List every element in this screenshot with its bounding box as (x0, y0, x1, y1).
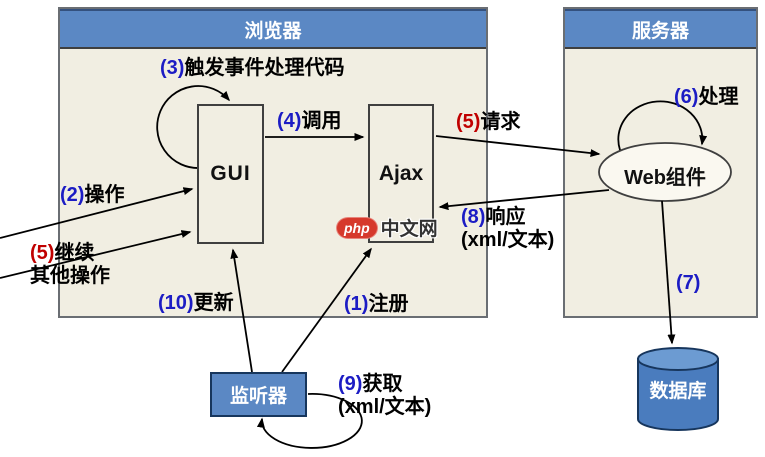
label-call-text: 调用 (301, 110, 342, 132)
label-response: (8)响应 (xml/文本) (461, 206, 554, 252)
label-register-text: 注册 (368, 293, 409, 315)
label-register: (1)注册 (344, 293, 408, 316)
label-request: (5)请求 (456, 111, 520, 134)
label-call-number: (4) (277, 110, 302, 132)
label-fetch: (9)获取 (xml/文本) (338, 373, 431, 419)
label-fetch-line2: (xml/文本) (338, 396, 432, 418)
listener-node-label: 监听器 (229, 386, 287, 407)
database-label: 数据库 (649, 381, 707, 402)
label-process: (6)处理 (674, 86, 738, 109)
database-cylinder-top (637, 347, 719, 371)
label-fetch-text: 获取 (362, 373, 403, 395)
label-continue-ops: (5)继续 其他操作 (30, 242, 110, 288)
label-update: (10)更新 (158, 292, 234, 315)
label-trigger-event: (3)触发事件处理代码 (160, 57, 344, 80)
php-site-text: 中文网 (380, 219, 438, 240)
label-response-number: (8) (461, 206, 486, 228)
label-operate-text: 操作 (84, 184, 125, 206)
server-panel-title: 服务器 (631, 20, 689, 42)
label-trigger-text: 触发事件处理代码 (184, 57, 345, 79)
label-response-text: 响应 (485, 206, 526, 228)
label-fetch-number: (9) (338, 373, 363, 395)
label-to-database: (7) (676, 272, 700, 295)
label-call: (4)调用 (277, 110, 341, 133)
browser-panel-header: 浏览器 (60, 9, 486, 49)
label-trigger-number: (3) (160, 57, 185, 79)
ajax-node: Ajax (368, 104, 434, 243)
label-update-number: (10) (158, 292, 194, 314)
listener-node: 监听器 (210, 372, 307, 417)
label-process-number: (6) (674, 86, 699, 108)
label-update-text: 更新 (193, 292, 234, 314)
label-continue-number: (5) (30, 242, 55, 264)
label-request-text: 请求 (480, 111, 521, 133)
label-continue-line2: 其他操作 (30, 265, 110, 287)
browser-panel-title: 浏览器 (244, 20, 302, 42)
web-component-label: Web组件 (624, 167, 706, 189)
label-register-number: (1) (344, 293, 369, 315)
php-logo-icon: php (336, 216, 378, 239)
label-response-line2: (xml/文本) (461, 229, 555, 251)
label-process-text: 处理 (698, 86, 739, 108)
label-operate-number: (2) (60, 184, 85, 206)
label-continue-text: 继续 (54, 242, 95, 264)
label-to-database-number: (7) (676, 272, 701, 294)
gui-node: GUI (197, 104, 264, 244)
gui-node-label: GUI (210, 162, 251, 185)
label-request-number: (5) (456, 111, 481, 133)
label-operate: (2)操作 (60, 184, 124, 207)
ajax-node-label: Ajax (378, 161, 424, 185)
server-panel-header: 服务器 (565, 9, 756, 49)
php-watermark: php 中文网 (336, 214, 438, 241)
